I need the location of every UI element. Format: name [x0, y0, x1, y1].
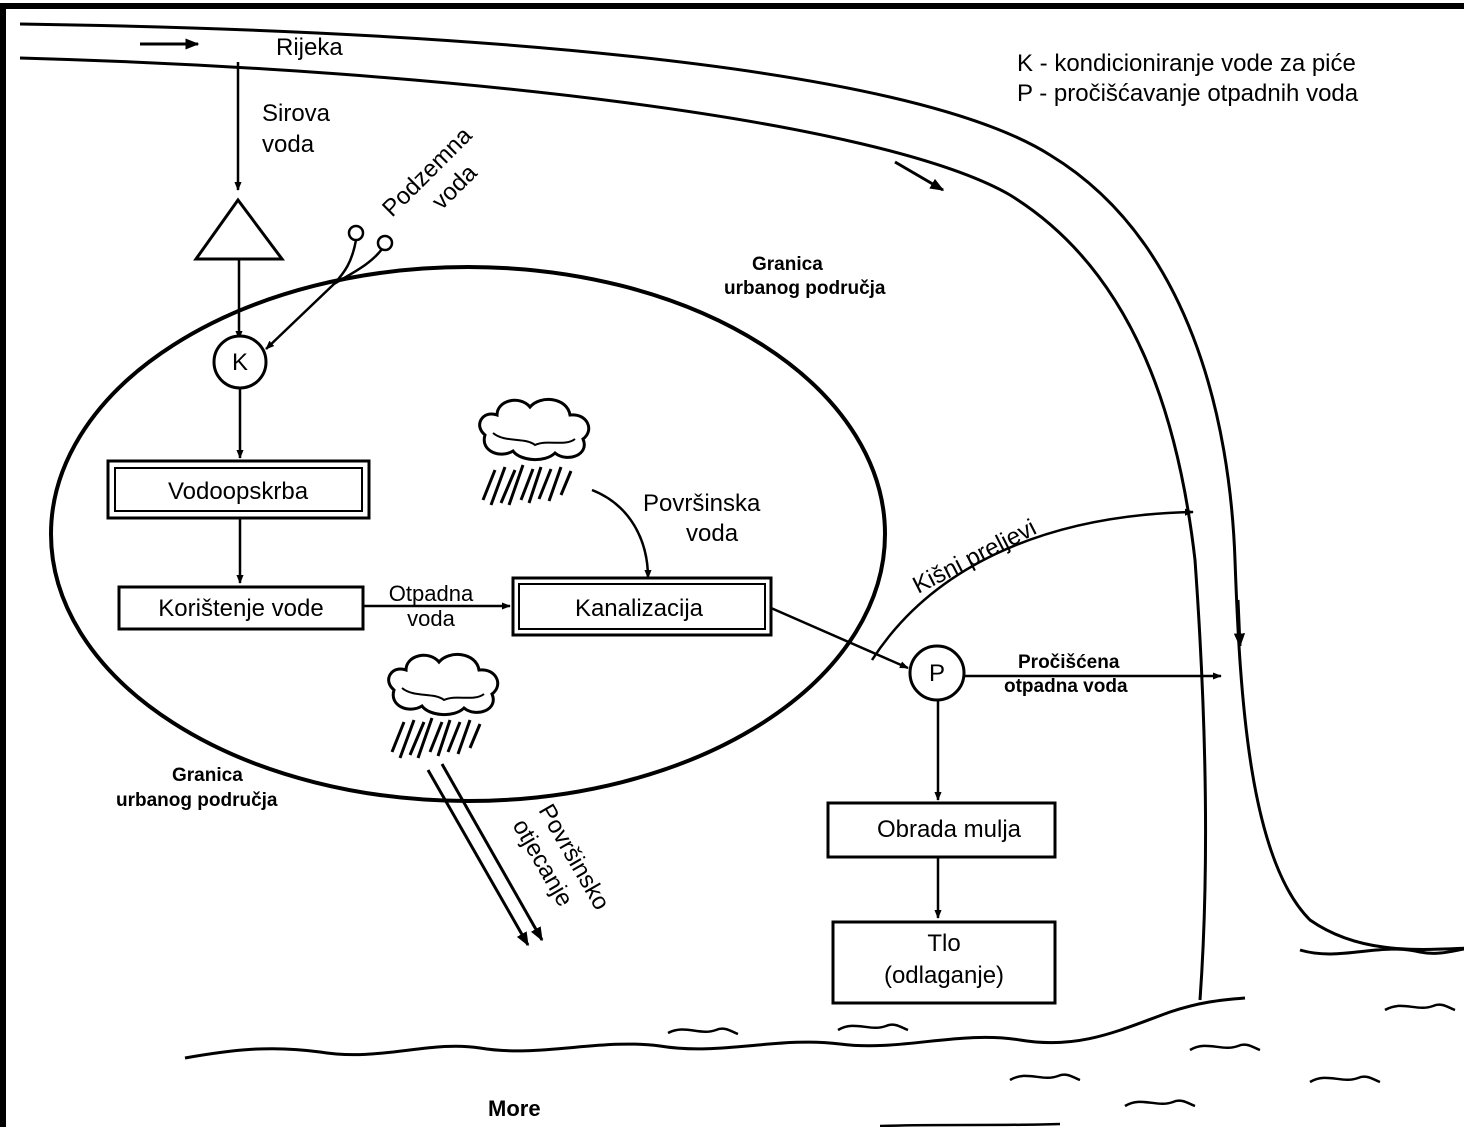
wastewater-label: voda [407, 606, 455, 631]
water-supply-box-inner [114, 467, 363, 512]
river-flow-arrow [1233, 599, 1246, 648]
runoff-arrow [440, 763, 544, 942]
urban-boundary-label: urbanog područja [724, 278, 886, 299]
surface-water-arrow [591, 488, 652, 579]
sewerage-label: Kanalizacija [575, 595, 704, 622]
treated-water-label: Pročišćena [1018, 652, 1120, 673]
river-flow-arrow [894, 160, 945, 192]
raw-water-label: Sirova [262, 100, 331, 127]
water-supply-box-outer [106, 459, 371, 520]
wastewater-label: Otpadna [389, 581, 474, 606]
p-node-label: P [929, 660, 945, 687]
river-bank-upper [19, 22, 1464, 951]
sewerage-box-outer [511, 576, 773, 637]
water-supply-label: Vodoopskrba [168, 478, 309, 505]
soil-label: Tlo [927, 930, 960, 957]
river-bank-lower [19, 56, 1207, 1001]
urban-boundary-ellipse [49, 265, 887, 803]
legend-k: K - kondicioniranje vode za piće [1017, 50, 1356, 77]
urban-boundary-label: urbanog područja [116, 790, 278, 811]
rain-cloud-icon [387, 653, 500, 759]
urban-boundary-label: Granica [172, 765, 243, 786]
rain-cloud-icon [478, 398, 591, 506]
frame-border [0, 3, 1464, 1127]
water-use-box [117, 585, 365, 631]
treated-water-label: otpadna voda [1004, 676, 1128, 697]
urban-boundary-label: Granica [752, 254, 823, 275]
legend-p: P - pročišćavanje otpadnih voda [1017, 80, 1359, 107]
storm-overflow-arrow [870, 508, 1194, 661]
sewerage-box-inner [518, 583, 766, 630]
runoff-arrow [426, 769, 530, 947]
sludge-label: Obrada mulja [877, 816, 1022, 843]
sea-shoreline [184, 996, 1246, 1060]
soil-label: (odlaganje) [884, 962, 1004, 989]
sludge-box [826, 801, 1057, 859]
raw-water-label: voda [262, 131, 315, 158]
soil-box [831, 920, 1057, 1005]
water-use-label: Korištenje vode [158, 595, 323, 622]
k-node-label: K [232, 349, 248, 376]
groundwater-arrow [265, 283, 335, 350]
treatment-triangle-icon [193, 197, 285, 261]
surface-water-label: Površinska [643, 490, 761, 517]
surface-water-label: voda [686, 520, 739, 547]
sea-waves [667, 1003, 1456, 1127]
sewer-to-p-arrow [770, 606, 909, 670]
storm-overflow-label: Kišni preljevi [908, 514, 1040, 599]
sea-label: More [488, 1096, 541, 1121]
river-label: Rijeka [276, 34, 343, 61]
sea-shoreline [1299, 947, 1464, 956]
